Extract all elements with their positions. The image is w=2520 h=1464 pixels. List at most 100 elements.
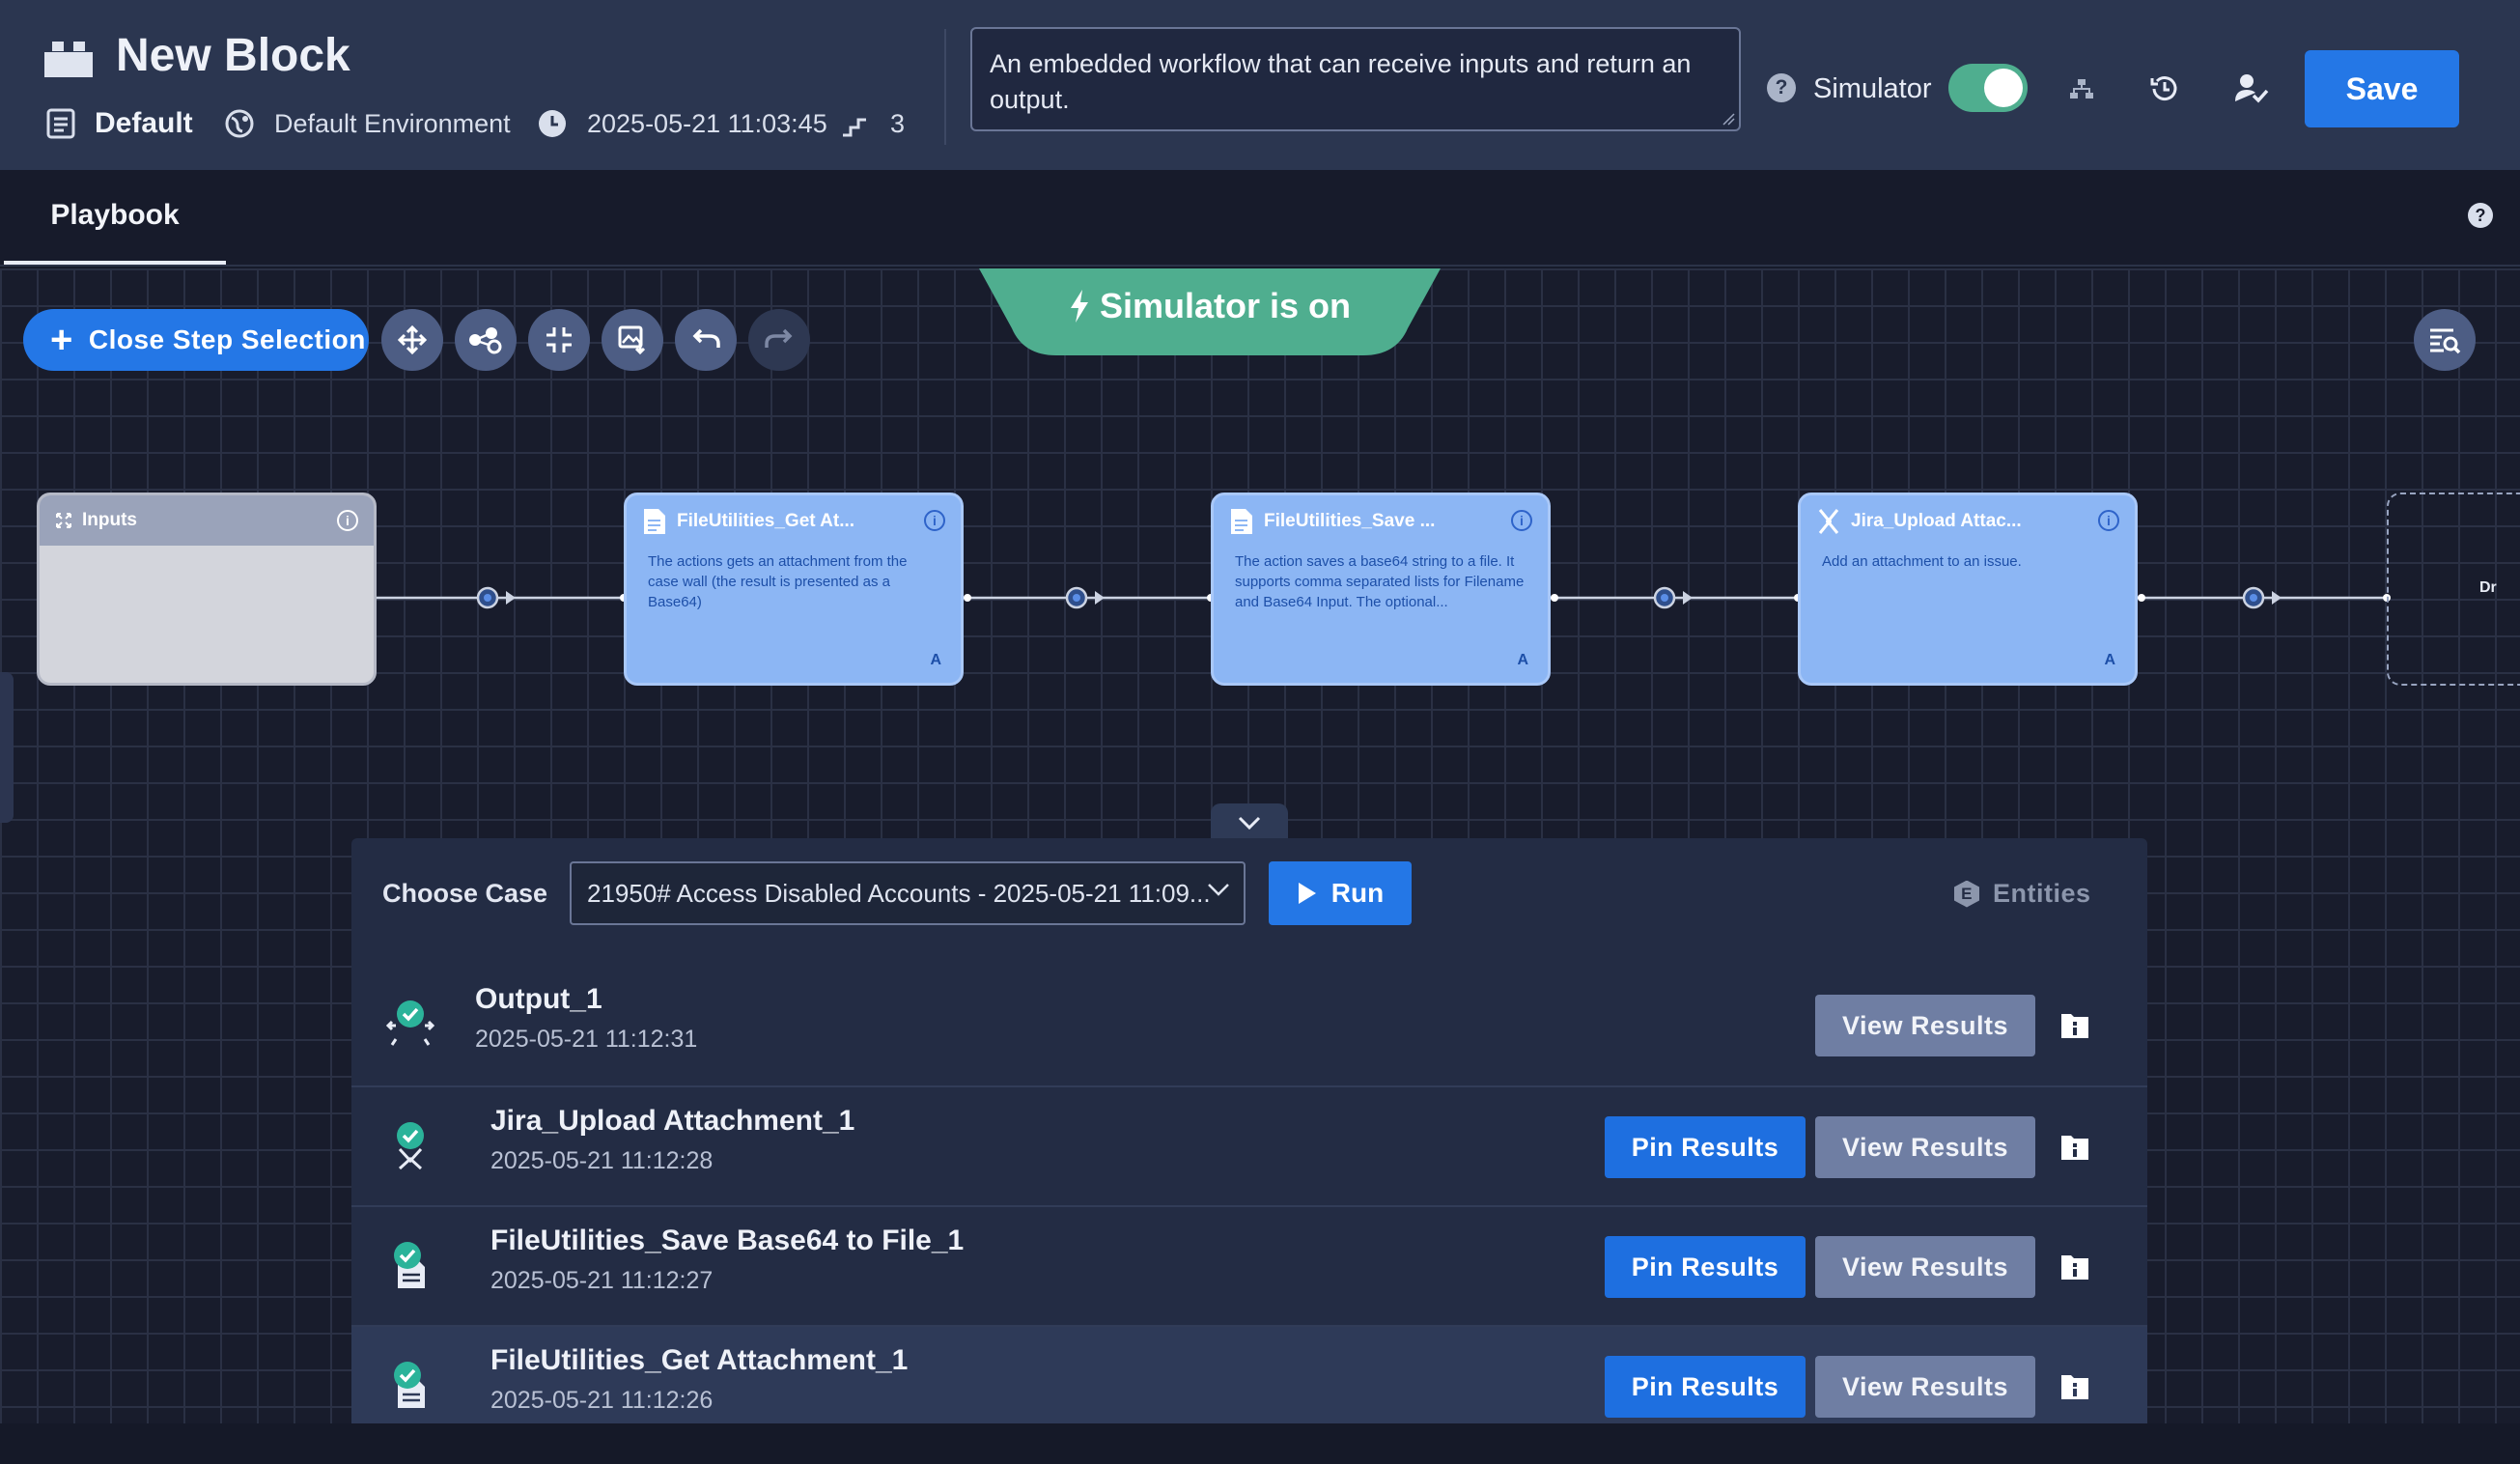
result-name: Jira_Upload Attachment_1	[490, 1105, 855, 1137]
result-row-jira-upload[interactable]: Jira_Upload Attachment_1 2025-05-21 11:1…	[351, 1085, 2147, 1205]
connector-add-step-3[interactable]	[1653, 586, 1693, 609]
node-header: Inputs i	[40, 495, 374, 546]
node-title: Jira_Upload Attac...	[1851, 511, 2022, 531]
pin-results-button[interactable]: Pin Results	[1605, 1236, 1806, 1298]
resize-grip-icon[interactable]	[1722, 112, 1735, 126]
view-results-button[interactable]: View Results	[1815, 1236, 2035, 1298]
connector-add-step-2[interactable]	[1065, 586, 1105, 609]
description-text: An embedded workflow that can receive in…	[990, 49, 1692, 114]
environment-selector[interactable]: Default Environment	[224, 104, 511, 143]
step-node-inputs[interactable]: Inputs i	[37, 493, 377, 686]
run-button[interactable]: Run	[1269, 861, 1412, 925]
choose-case-label: Choose Case	[382, 879, 548, 908]
node-description: The action saves a base64 string to a fi…	[1235, 553, 1525, 610]
hierarchy-icon	[2070, 79, 2093, 99]
page-help-icon[interactable]: ?	[2468, 203, 2493, 228]
step-node-jira-upload[interactable]: Jira_Upload Attac... i Add an attachment…	[1798, 493, 2138, 686]
timestamp-label: 2025-05-21 11:03:45	[587, 108, 827, 138]
step-node-get-attachment[interactable]: FileUtilities_Get At... i The actions ge…	[624, 493, 964, 686]
user-check-icon	[2235, 74, 2269, 103]
plus-icon: +	[50, 319, 73, 361]
info-folder-icon[interactable]	[2060, 1010, 2089, 1039]
version-count: 3	[840, 104, 905, 143]
fit-screen-button[interactable]	[528, 309, 590, 371]
save-button[interactable]: Save	[2305, 50, 2459, 127]
view-results-button[interactable]: View Results	[1815, 995, 2035, 1056]
result-row-output[interactable]: Output_1 2025-05-21 11:12:31 View Result…	[351, 966, 2147, 1085]
environment-globe-icon	[225, 109, 254, 138]
environment-label: Default Environment	[274, 108, 511, 138]
pin-results-button[interactable]: Pin Results	[1605, 1116, 1806, 1178]
workflow-canvas[interactable]: + Close Step Selection	[0, 268, 2520, 1464]
success-output-icon	[386, 1000, 434, 1046]
entities-button[interactable]: E Entities	[1954, 879, 2091, 909]
simulator-banner: Simulator is on	[979, 286, 1441, 326]
success-jira-icon	[397, 1122, 424, 1170]
pin-results-button[interactable]: Pin Results	[1605, 1356, 1806, 1418]
playbook-category[interactable]: Default	[46, 104, 193, 143]
step-node-save-base64[interactable]: FileUtilities_Save ... i The action save…	[1211, 493, 1551, 686]
info-icon[interactable]: i	[1511, 510, 1532, 531]
category-label: Default	[95, 107, 193, 139]
move-button[interactable]	[381, 309, 443, 371]
connector-add-step-4[interactable]	[2242, 586, 2282, 609]
export-image-button[interactable]	[602, 309, 663, 371]
play-icon	[1298, 883, 1316, 904]
selected-case-text: 21950# Access Disabled Accounts - 2025-0…	[587, 878, 1211, 908]
collapse-results-button[interactable]	[1211, 803, 1288, 842]
left-drawer-handle[interactable]	[0, 672, 14, 823]
toggle-knob	[1984, 69, 2023, 107]
simulator-help-icon[interactable]: ?	[1767, 73, 1796, 102]
close-step-selection-button[interactable]: + Close Step Selection	[23, 309, 369, 371]
node-title: Inputs	[82, 510, 137, 530]
results-toolbar: Choose Case 21950# Access Disabled Accou…	[351, 838, 2147, 966]
view-results-button[interactable]: View Results	[1815, 1116, 2035, 1178]
info-icon[interactable]: i	[337, 510, 358, 531]
node-badge: A	[1517, 652, 1528, 668]
description-textarea[interactable]: An embedded workflow that can receive in…	[970, 27, 1741, 131]
hierarchy-button[interactable]	[2060, 68, 2103, 110]
view-results-button[interactable]: View Results	[1815, 1356, 2035, 1418]
lightning-icon	[1070, 290, 1088, 323]
node-badge: A	[930, 652, 941, 668]
info-folder-icon[interactable]	[2060, 1371, 2089, 1400]
simulator-banner-text: Simulator is on	[1099, 286, 1352, 325]
node-title: FileUtilities_Save ...	[1264, 511, 1436, 531]
redo-button[interactable]	[748, 309, 810, 371]
search-steps-button[interactable]	[2414, 309, 2476, 371]
jira-icon	[1818, 509, 1839, 534]
node-description: Add an attachment to an issue.	[1822, 553, 2022, 570]
info-folder-icon[interactable]	[2060, 1132, 2089, 1161]
add-steps-button[interactable]	[455, 309, 517, 371]
node-header: FileUtilities_Save ... i	[1214, 495, 1548, 548]
simulator-results-panel: Choose Case 21950# Access Disabled Accou…	[351, 838, 2147, 1464]
drop-step-placeholder[interactable]	[2387, 493, 2520, 686]
undo-icon	[692, 328, 720, 348]
chevron-down-icon	[1208, 884, 1229, 896]
list-search-icon	[2430, 328, 2461, 354]
steps-add-icon	[469, 327, 502, 354]
block-icon	[44, 42, 93, 77]
bottom-bar	[0, 1423, 2520, 1464]
move-icon	[397, 324, 428, 355]
tab-playbook[interactable]: Playbook	[4, 170, 226, 265]
user-permissions-button[interactable]	[2230, 68, 2273, 110]
undo-button[interactable]	[675, 309, 737, 371]
info-icon[interactable]: i	[924, 510, 945, 531]
result-name: FileUtilities_Get Attachment_1	[490, 1344, 909, 1376]
version-label: 3	[890, 108, 906, 138]
info-icon[interactable]: i	[2098, 510, 2119, 531]
history-button[interactable]	[2143, 68, 2186, 110]
case-select[interactable]: 21950# Access Disabled Accounts - 2025-0…	[570, 861, 1246, 925]
connector-add-step-1[interactable]	[476, 586, 516, 609]
result-row-save-base64[interactable]: FileUtilities_Save Base64 to File_1 2025…	[351, 1205, 2147, 1325]
simulator-label: Simulator	[1813, 73, 1932, 104]
redo-icon	[765, 328, 793, 348]
node-header: FileUtilities_Get At... i	[627, 495, 961, 548]
simulator-toggle[interactable]	[1948, 64, 2028, 112]
node-badge: A	[2104, 652, 2115, 668]
entities-label: Entities	[1993, 879, 2091, 908]
simulator-banner-shape	[979, 268, 1441, 355]
entities-icon: E	[1954, 880, 1979, 908]
info-folder-icon[interactable]	[2060, 1252, 2089, 1281]
